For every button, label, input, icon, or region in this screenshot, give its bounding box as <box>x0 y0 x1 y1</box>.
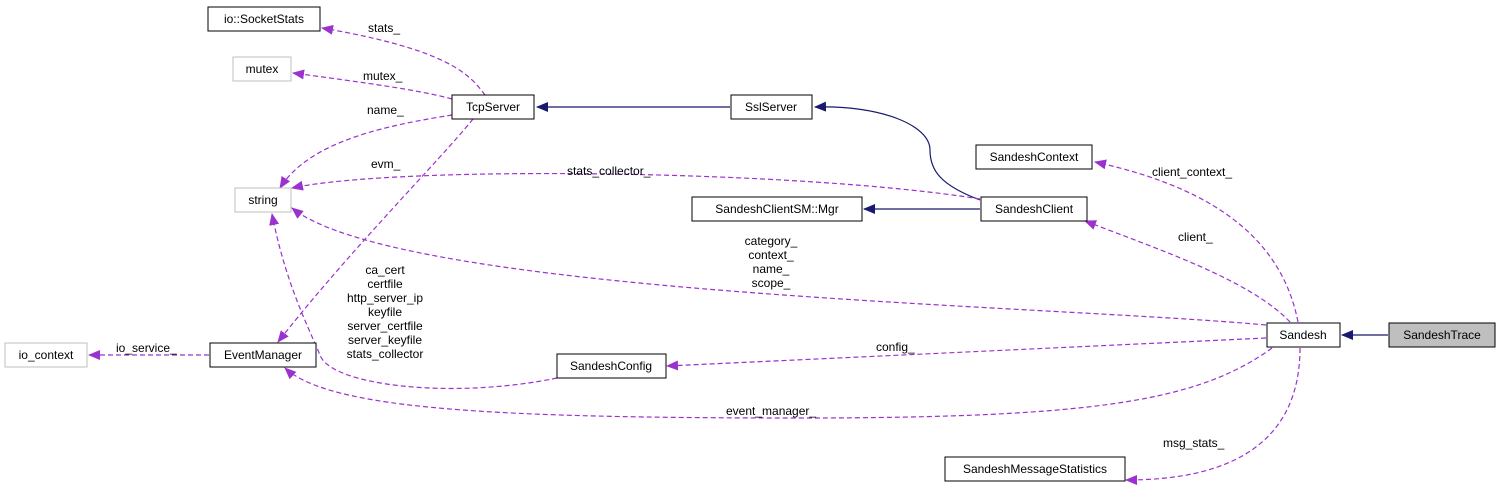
node-sslserver[interactable]: SslServer <box>730 94 813 120</box>
label-config-server-certfile: server_certfile <box>347 319 423 333</box>
node-label: mutex <box>246 62 279 76</box>
label-config-http-server-ip: http_server_ip <box>347 291 423 305</box>
label-sandesh-context: context_ <box>748 248 794 262</box>
node-label: SandeshConfig <box>570 359 652 373</box>
node-sandeshmessagestatistics[interactable]: SandeshMessageStatistics <box>944 456 1126 482</box>
label-config-server-keyfile: server_keyfile <box>348 333 422 347</box>
node-io-context[interactable]: io_context <box>4 342 88 368</box>
edge-stats-collector <box>291 172 981 200</box>
label-client: client_ <box>1178 230 1213 244</box>
node-label: EventManager <box>224 348 302 362</box>
label-msg-stats: msg_stats_ <box>1163 436 1225 450</box>
node-label: TcpServer <box>466 100 520 114</box>
label-io-service: io_service_ <box>116 341 177 355</box>
edge-msg-stats <box>1125 347 1301 485</box>
node-label: SandeshContext <box>990 150 1079 164</box>
label-client-context: client_context_ <box>1152 165 1232 179</box>
edge-config <box>666 337 1267 371</box>
node-sandeshtrace[interactable]: SandeshTrace <box>1388 322 1496 348</box>
node-label: SslServer <box>745 100 797 114</box>
label-config-certfile: certfile <box>367 277 403 291</box>
node-string[interactable]: string <box>234 187 292 213</box>
node-label: SandeshMessageStatistics <box>963 462 1107 476</box>
edge-evm <box>277 118 474 343</box>
edge-config-string <box>269 213 558 390</box>
label-sandesh-category: category_ <box>745 234 798 248</box>
node-sandeshclientsm-mgr[interactable]: SandeshClientSM::Mgr <box>691 196 863 222</box>
node-label: SandeshClient <box>995 202 1074 216</box>
node-sandeshclient[interactable]: SandeshClient <box>980 196 1088 222</box>
edge-name <box>279 114 453 189</box>
label-config-ca-cert: ca_cert <box>365 263 405 277</box>
node-label: io::SocketStats <box>224 12 304 26</box>
label-sandesh-name: name_ <box>753 262 790 276</box>
label-name: name_ <box>367 103 404 117</box>
node-label: SandeshClientSM::Mgr <box>715 202 838 216</box>
label-sandesh-scope: scope_ <box>752 276 791 290</box>
edge-stats <box>321 24 486 96</box>
label-evm: evm_ <box>371 157 401 171</box>
node-eventmanager[interactable]: EventManager <box>209 342 317 368</box>
node-sandeshcontext[interactable]: SandeshContext <box>975 144 1093 170</box>
node-label: io_context <box>19 348 74 362</box>
node-label: string <box>248 193 277 207</box>
label-config-stats-collector: stats_collector <box>347 347 424 361</box>
node-sandeshconfig[interactable]: SandeshConfig <box>556 353 667 379</box>
node-sandesh[interactable]: Sandesh <box>1266 322 1341 348</box>
edge-sandesh-string <box>291 207 1267 326</box>
label-stats: stats_ <box>368 21 400 35</box>
edge-mutex <box>292 69 453 100</box>
node-label: SandeshTrace <box>1403 328 1481 342</box>
edge-sslserver-sandeshclient <box>814 101 981 201</box>
label-config-keyfile: keyfile <box>368 305 402 319</box>
node-socketstats[interactable]: io::SocketStats <box>207 6 321 32</box>
node-label: Sandesh <box>1279 328 1326 342</box>
label-stats-collector: stats_collector_ <box>567 164 651 178</box>
node-tcpserver[interactable]: TcpServer <box>451 94 535 120</box>
node-mutex[interactable]: mutex <box>232 56 292 82</box>
edge-event-manager <box>284 347 1273 419</box>
label-event-manager: event_manager_ <box>726 404 816 418</box>
edge-client-context <box>1094 159 1299 323</box>
edge-client <box>1084 220 1291 323</box>
label-config: config_ <box>876 340 915 354</box>
label-mutex: mutex_ <box>363 69 403 83</box>
